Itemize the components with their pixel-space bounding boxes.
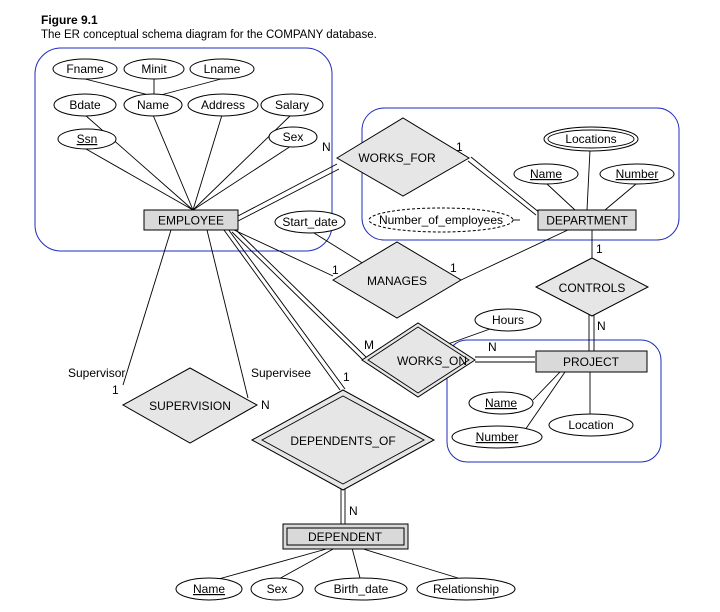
svg-text:Number_of_employees: Number_of_employees bbox=[379, 213, 503, 227]
cardinality-dependents-of-dependent: N bbox=[349, 504, 358, 518]
project-group-outline bbox=[446, 339, 662, 463]
svg-text:Start_date: Start_date bbox=[282, 215, 338, 229]
relationship-works-on-label: WORKS_ON bbox=[397, 354, 467, 368]
relationship-supervision[interactable]: SUPERVISION bbox=[121, 367, 259, 444]
attribute-employee-sex[interactable]: Sex bbox=[268, 126, 318, 148]
svg-text:Sex: Sex bbox=[267, 582, 288, 596]
entity-employee-label: EMPLOYEE bbox=[158, 214, 224, 228]
attribute-start-date[interactable]: Start_date bbox=[274, 210, 346, 234]
attribute-lname[interactable]: Lname bbox=[189, 58, 255, 80]
svg-text:Bdate: Bdate bbox=[69, 98, 101, 112]
attribute-department-name[interactable]: Name bbox=[513, 163, 579, 185]
attribute-birth-date[interactable]: Birth_date bbox=[314, 577, 408, 601]
cardinality-works-on-employee: M bbox=[364, 338, 374, 352]
attribute-relationship[interactable]: Relationship bbox=[416, 577, 516, 601]
svg-text:Name: Name bbox=[530, 167, 562, 181]
attribute-salary[interactable]: Salary bbox=[260, 93, 324, 117]
attribute-dependent-name[interactable]: Name bbox=[175, 577, 243, 601]
relationship-works-for-label: WORKS_FOR bbox=[358, 151, 436, 165]
svg-text:Salary: Salary bbox=[275, 98, 309, 112]
svg-text:Location: Location bbox=[568, 418, 613, 432]
attribute-hours[interactable]: Hours bbox=[474, 308, 542, 332]
svg-text:Relationship: Relationship bbox=[433, 582, 499, 596]
svg-text:Sex: Sex bbox=[283, 130, 304, 144]
entity-department-label: DEPARTMENT bbox=[546, 214, 628, 228]
svg-text:Number: Number bbox=[616, 167, 659, 181]
cardinality-dependents-of-employee: 1 bbox=[343, 370, 350, 384]
role-supervisee: Supervisee bbox=[251, 366, 311, 380]
svg-text:Name: Name bbox=[485, 396, 517, 410]
svg-text:Birth_date: Birth_date bbox=[334, 582, 389, 596]
attribute-department-number[interactable]: Number bbox=[599, 163, 675, 185]
attribute-locations[interactable]: Locations bbox=[543, 126, 639, 152]
relationship-supervision-label: SUPERVISION bbox=[149, 399, 231, 413]
attribute-number-of-employees[interactable]: Number_of_employees bbox=[368, 207, 514, 233]
cardinality-supervisor: 1 bbox=[112, 383, 119, 397]
svg-text:Name: Name bbox=[137, 98, 169, 112]
entity-project[interactable]: PROJECT bbox=[535, 350, 648, 373]
department-group-outline bbox=[361, 107, 680, 241]
attribute-project-location[interactable]: Location bbox=[548, 413, 634, 437]
relationship-manages-label: MANAGES bbox=[367, 274, 427, 288]
attribute-project-name[interactable]: Name bbox=[468, 391, 534, 415]
relationship-works-on[interactable]: WORKS_ON bbox=[361, 322, 476, 398]
attribute-fname[interactable]: Fname bbox=[52, 58, 118, 80]
attribute-project-number[interactable]: Number bbox=[451, 425, 543, 449]
cardinality-works-on-project: N bbox=[488, 340, 497, 354]
cardinality-supervisee: N bbox=[261, 398, 270, 412]
svg-text:Minit: Minit bbox=[141, 62, 167, 76]
attribute-minit[interactable]: Minit bbox=[123, 58, 185, 80]
entity-project-label: PROJECT bbox=[563, 355, 620, 369]
cardinality-controls-department: 1 bbox=[596, 242, 603, 256]
relationship-controls[interactable]: CONTROLS bbox=[534, 257, 650, 317]
attribute-ssn[interactable]: Ssn bbox=[57, 128, 117, 150]
svg-text:Lname: Lname bbox=[204, 62, 241, 76]
entity-department[interactable]: DEPARTMENT bbox=[537, 209, 637, 231]
svg-text:Fname: Fname bbox=[66, 62, 104, 76]
svg-text:Locations: Locations bbox=[565, 132, 616, 146]
svg-text:Ssn: Ssn bbox=[77, 132, 98, 146]
cardinality-manages-department: 1 bbox=[450, 261, 457, 275]
relationship-dependents-of[interactable]: DEPENDENTS_OF bbox=[250, 389, 436, 491]
svg-text:Name: Name bbox=[193, 582, 225, 596]
employee-group-outline bbox=[34, 47, 333, 252]
attribute-employee-name[interactable]: Name bbox=[123, 93, 183, 117]
svg-text:Number: Number bbox=[476, 430, 519, 444]
relationship-works-for[interactable]: WORKS_FOR bbox=[336, 117, 470, 197]
entity-employee[interactable]: EMPLOYEE bbox=[143, 209, 239, 231]
role-supervisor: Supervisor bbox=[68, 366, 125, 380]
cardinality-manages-employee: 1 bbox=[332, 263, 339, 277]
cardinality-works-for-department: 1 bbox=[456, 140, 463, 154]
attribute-address[interactable]: Address bbox=[187, 93, 259, 117]
cardinality-works-for-employee: N bbox=[322, 140, 331, 154]
attribute-dependent-sex[interactable]: Sex bbox=[250, 577, 304, 601]
relationship-dependents-of-label: DEPENDENTS_OF bbox=[290, 434, 395, 448]
relationship-controls-label: CONTROLS bbox=[559, 281, 626, 295]
cardinality-controls-project: N bbox=[597, 319, 606, 333]
entity-dependent[interactable]: DEPENDENT bbox=[282, 523, 409, 550]
figure-label: Figure 9.1 bbox=[41, 13, 98, 27]
svg-text:Address: Address bbox=[201, 98, 245, 112]
figure-caption: The ER conceptual schema diagram for the… bbox=[41, 29, 377, 41]
relationship-manages[interactable]: MANAGES bbox=[332, 241, 462, 319]
entity-dependent-label: DEPENDENT bbox=[308, 530, 383, 544]
svg-text:Hours: Hours bbox=[492, 313, 524, 327]
attribute-bdate[interactable]: Bdate bbox=[53, 93, 117, 117]
